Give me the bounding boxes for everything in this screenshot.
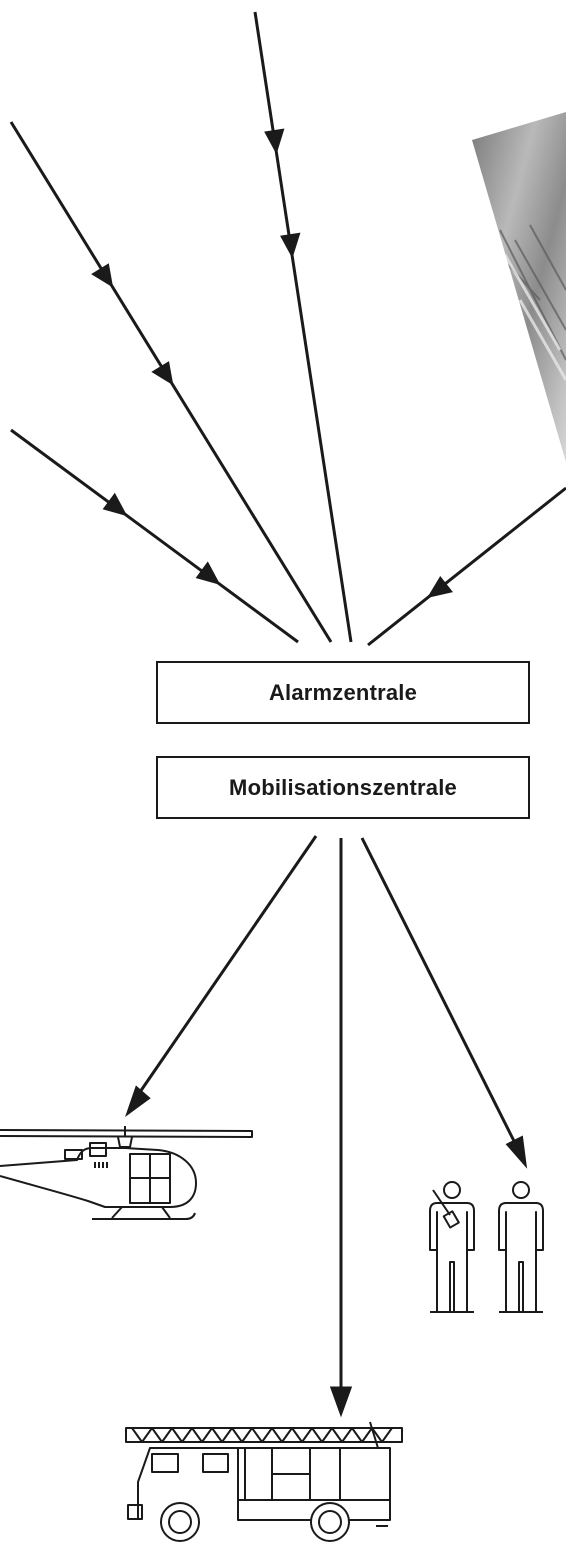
personnel-icon	[429, 1181, 544, 1313]
alarm-center-label: Alarmzentrale	[268, 679, 418, 705]
person-with-radio	[429, 1181, 475, 1313]
photo-fragment	[472, 112, 566, 462]
person-standing	[498, 1181, 544, 1313]
incoming-arrows	[9, 11, 566, 647]
fire-truck-icon	[125, 1421, 403, 1542]
mobilization-center-label: Mobilisationszentrale	[229, 774, 457, 800]
alarm-center-box: Alarmzentrale	[156, 661, 530, 724]
outgoing-arrows	[125, 835, 528, 1418]
incoming-arrow-4	[367, 486, 566, 647]
mobilization-center-box: Mobilisationszentrale	[156, 756, 530, 819]
incoming-arrow-1	[10, 428, 299, 644]
outgoing-arrow-helicopter	[125, 835, 318, 1118]
incoming-arrow-2	[9, 121, 333, 643]
outgoing-arrow-fire-truck	[329, 838, 353, 1418]
helicopter-icon	[0, 1126, 253, 1220]
incoming-arrow-3	[253, 11, 353, 643]
outgoing-arrow-personnel	[360, 837, 528, 1169]
